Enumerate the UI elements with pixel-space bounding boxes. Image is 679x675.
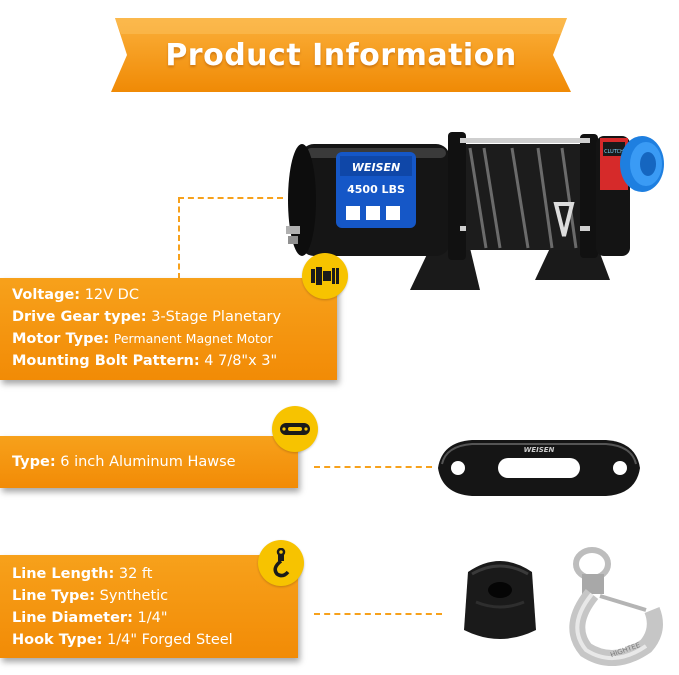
spec-label: Line Type: [12, 588, 96, 604]
spec-value: 4 7/8"x 3" [204, 353, 278, 369]
hawse-icon [272, 406, 318, 452]
connector-line [314, 613, 442, 615]
motor-icon [302, 253, 348, 299]
stopper-image [458, 552, 542, 644]
winch-brand-text: WEISEN [352, 161, 400, 174]
hook-icon [258, 540, 304, 586]
connector-winch-vertical [178, 197, 180, 279]
spec-line-diameter: Line Diameter: 1/4" [12, 607, 298, 629]
spec-hook-type: Hook Type: 1/4" Forged Steel [12, 629, 298, 651]
hawse-specs-panel: Type: 6 inch Aluminum Hawse [0, 436, 298, 488]
winch-capacity-text: 4500 LBS [347, 183, 405, 196]
spec-value: Permanent Magnet Motor [113, 331, 273, 346]
spec-label: Drive Gear type: [12, 309, 147, 325]
spec-label: Hook Type: [12, 632, 103, 648]
spec-value: 1/4" Forged Steel [107, 632, 233, 648]
title-banner: Product Information [95, 14, 587, 96]
spec-label: Motor Type: [12, 331, 110, 347]
spec-motor-type: Motor Type: Permanent Magnet Motor [12, 328, 337, 350]
spec-label: Mounting Bolt Pattern: [12, 353, 200, 369]
spec-hawse-type: Type: 6 inch Aluminum Hawse [12, 451, 298, 473]
spec-line-length: Line Length: 32 ft [12, 563, 298, 585]
spec-label: Line Diameter: [12, 610, 133, 626]
spec-value: Synthetic [99, 588, 169, 604]
clutch-label: CLUTCH [604, 149, 624, 155]
spec-value: 12V DC [84, 287, 139, 303]
spec-voltage: Voltage: 12V DC [12, 284, 337, 306]
spec-label: Line Length: [12, 566, 115, 582]
connector-winch [178, 197, 283, 199]
banner-ribbon-shape [111, 18, 571, 92]
line-specs-panel: Line Length: 32 ft Line Type: Synthetic … [0, 555, 298, 658]
spec-value: 32 ft [118, 566, 153, 582]
motor-specs-panel: Voltage: 12V DC Drive Gear type: 3-Stage… [0, 278, 337, 380]
hawse-brand-text: WEISEN [524, 446, 555, 454]
spec-line-type: Line Type: Synthetic [12, 585, 298, 607]
spec-bolt-pattern: Mounting Bolt Pattern: 4 7/8"x 3" [12, 350, 337, 372]
winch-image: WEISEN 4500 LBS CLUTCH [280, 108, 679, 290]
spec-label: Type: [12, 454, 56, 470]
spec-label: Voltage: [12, 287, 81, 303]
hook-image: HIGHTEE [556, 546, 666, 667]
spec-value: 1/4" [137, 610, 168, 626]
connector-hawse [314, 466, 432, 468]
hawse-image: WEISEN [432, 428, 646, 508]
page-title: Product Information [165, 37, 517, 73]
spec-value: 6 inch Aluminum Hawse [60, 454, 236, 470]
spec-drive-gear: Drive Gear type: 3-Stage Planetary [12, 306, 337, 328]
spec-value: 3-Stage Planetary [151, 309, 282, 325]
